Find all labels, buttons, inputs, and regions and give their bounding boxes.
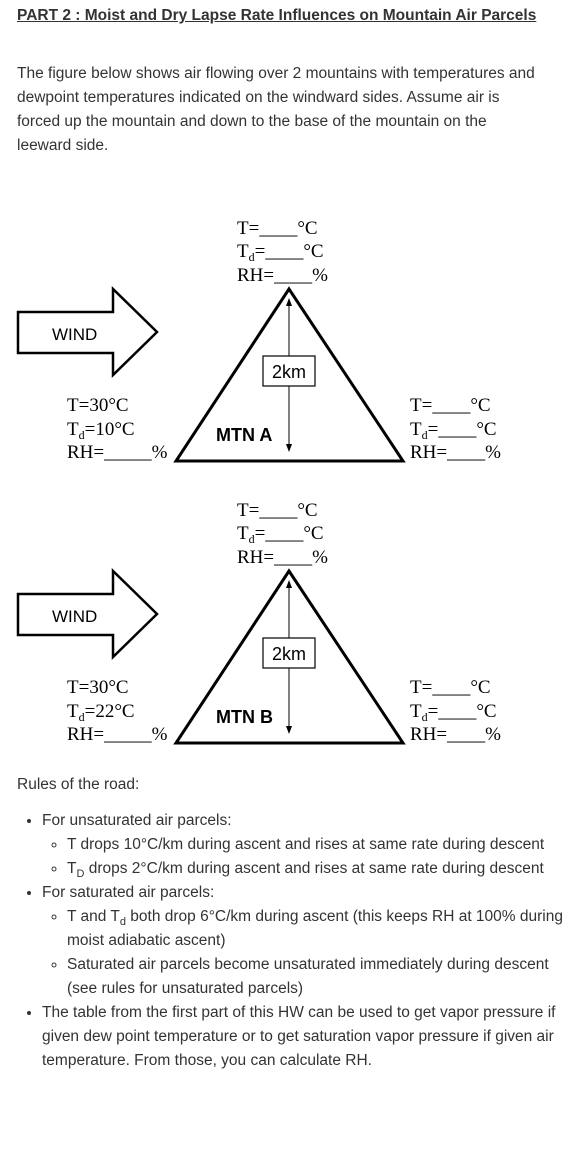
height-arrow-up-icon: [286, 298, 292, 306]
height-label: 2km: [272, 362, 306, 382]
section-heading: PART 2 : Moist and Dry Lapse Rate Influe…: [17, 7, 537, 24]
leeward-t-blank: T=____°C: [410, 395, 491, 416]
leeward-rh-blank: RH=____%: [410, 442, 501, 463]
mountain-b-diagram: T=____°C Td=____°C RH=____% WIND 2km MTN…: [16, 500, 501, 745]
windward-td: Td=22°C: [67, 701, 135, 724]
intro-paragraph: The figure below shows air flowing over …: [17, 65, 535, 154]
windward-t: T=30°C: [67, 395, 129, 416]
rules-list: For unsaturated air parcels: T drops 10°…: [0, 809, 582, 1073]
wind-arrow: [16, 568, 159, 660]
rules-title: Rules of the road:: [17, 776, 140, 793]
rule-saturated: For saturated air parcels: T and Td both…: [42, 881, 582, 1001]
height-arrow-up-icon: [286, 580, 292, 588]
mountain-name: MTN A: [216, 425, 272, 445]
leeward-td-blank: Td=____°C: [410, 701, 497, 724]
wind-arrow: [16, 286, 159, 378]
wind-label: WIND: [52, 325, 97, 344]
summit-t-blank: T=____°C: [237, 218, 318, 239]
windward-rh: RH=_____%: [67, 724, 168, 745]
leeward-rh-blank: RH=____%: [410, 724, 501, 745]
height-label: 2km: [272, 644, 306, 664]
rule-saturated-ascent: T and Td both drop 6°C/km during ascent …: [67, 905, 582, 953]
rule-saturated-title: For saturated air parcels:: [42, 884, 215, 901]
height-arrow-down-icon: [286, 444, 292, 452]
leeward-t-blank: T=____°C: [410, 677, 491, 698]
height-box: [262, 355, 316, 387]
rule-unsaturated: For unsaturated air parcels: T drops 10°…: [42, 809, 582, 881]
summit-t-blank: T=____°C: [237, 500, 318, 521]
windward-t: T=30°C: [67, 677, 129, 698]
rule-unsaturated-dewpoint: TD drops 2°C/km during ascent and rises …: [67, 857, 582, 881]
wind-label: WIND: [52, 607, 97, 626]
rule-unsaturated-temp: T drops 10°C/km during ascent and rises …: [67, 833, 582, 857]
summit-rh-blank: RH=____%: [237, 265, 328, 286]
mountain-name: MTN B: [216, 707, 273, 727]
height-arrow-down-icon: [286, 726, 292, 734]
windward-rh: RH=_____%: [67, 442, 168, 463]
rule-unsaturated-title: For unsaturated air parcels:: [42, 812, 232, 829]
rule-saturated-descent: Saturated air parcels become unsaturated…: [67, 953, 582, 1001]
mountain-a-diagram: T=____°C Td=____°C RH=____% WIND 2km MTN…: [16, 218, 501, 463]
summit-td-blank: Td=____°C: [237, 523, 324, 546]
height-box: [262, 637, 316, 669]
rule-unsaturated-sublist: T drops 10°C/km during ascent and rises …: [42, 833, 582, 881]
rule-saturated-sublist: T and Td both drop 6°C/km during ascent …: [42, 905, 582, 1001]
mountain-figure: T=____°C Td=____°C RH=____% WIND 2km MTN…: [16, 218, 501, 745]
summit-rh-blank: RH=____%: [237, 547, 328, 568]
windward-td: Td=10°C: [67, 419, 135, 442]
leeward-td-blank: Td=____°C: [410, 419, 497, 442]
summit-td-blank: Td=____°C: [237, 241, 324, 264]
rule-table-note: The table from the first part of this HW…: [42, 1001, 582, 1073]
